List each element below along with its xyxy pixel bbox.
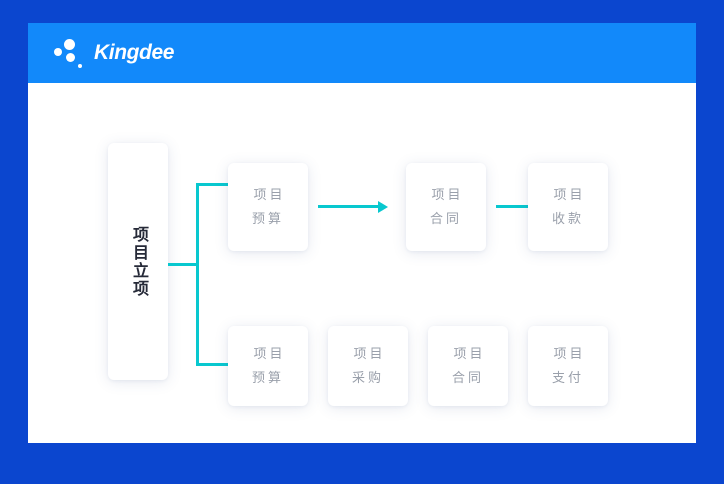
node-label: 项目 收款	[551, 187, 586, 226]
branch-connector-stub	[168, 263, 198, 266]
node-top-1[interactable]: 项目 预算	[228, 163, 308, 251]
brand-name: Kingdee	[94, 41, 175, 64]
branch-connector-spine	[196, 183, 199, 366]
node-top-2[interactable]: 项目 合同	[406, 163, 486, 251]
branch-connector-arm-bottom	[196, 363, 231, 366]
node-bottom-3[interactable]: 项目 合同	[428, 326, 508, 406]
node-bottom-1[interactable]: 项目 预算	[228, 326, 308, 406]
node-top-3[interactable]: 项目 收款	[528, 163, 608, 251]
node-project-initiation[interactable]: 项目立项	[108, 143, 168, 380]
node-label: 项目 支付	[551, 346, 586, 385]
brand-logo[interactable]: Kingdee	[54, 35, 174, 71]
node-bottom-4[interactable]: 项目 支付	[528, 326, 608, 406]
diagram-canvas: 项目立项 项目 预算 项目 合同 项目 收款	[28, 83, 696, 443]
kingdee-dots-logo-icon	[54, 37, 86, 69]
title-bar: Kingdee	[28, 23, 696, 83]
node-label: 项目立项	[130, 225, 147, 298]
node-label: 项目 预算	[251, 187, 286, 226]
app-window: Kingdee 项目立项 项目 预算 项目 合同	[28, 23, 696, 443]
node-label: 项目 预算	[251, 346, 286, 385]
node-label: 项目 合同	[429, 187, 464, 226]
branch-connector-arm-top	[196, 183, 231, 186]
node-label: 项目 合同	[451, 346, 486, 385]
node-bottom-2[interactable]: 项目 采购	[328, 326, 408, 406]
arrow-top-1-to-2-icon	[318, 201, 388, 213]
node-label: 项目 采购	[351, 346, 386, 385]
